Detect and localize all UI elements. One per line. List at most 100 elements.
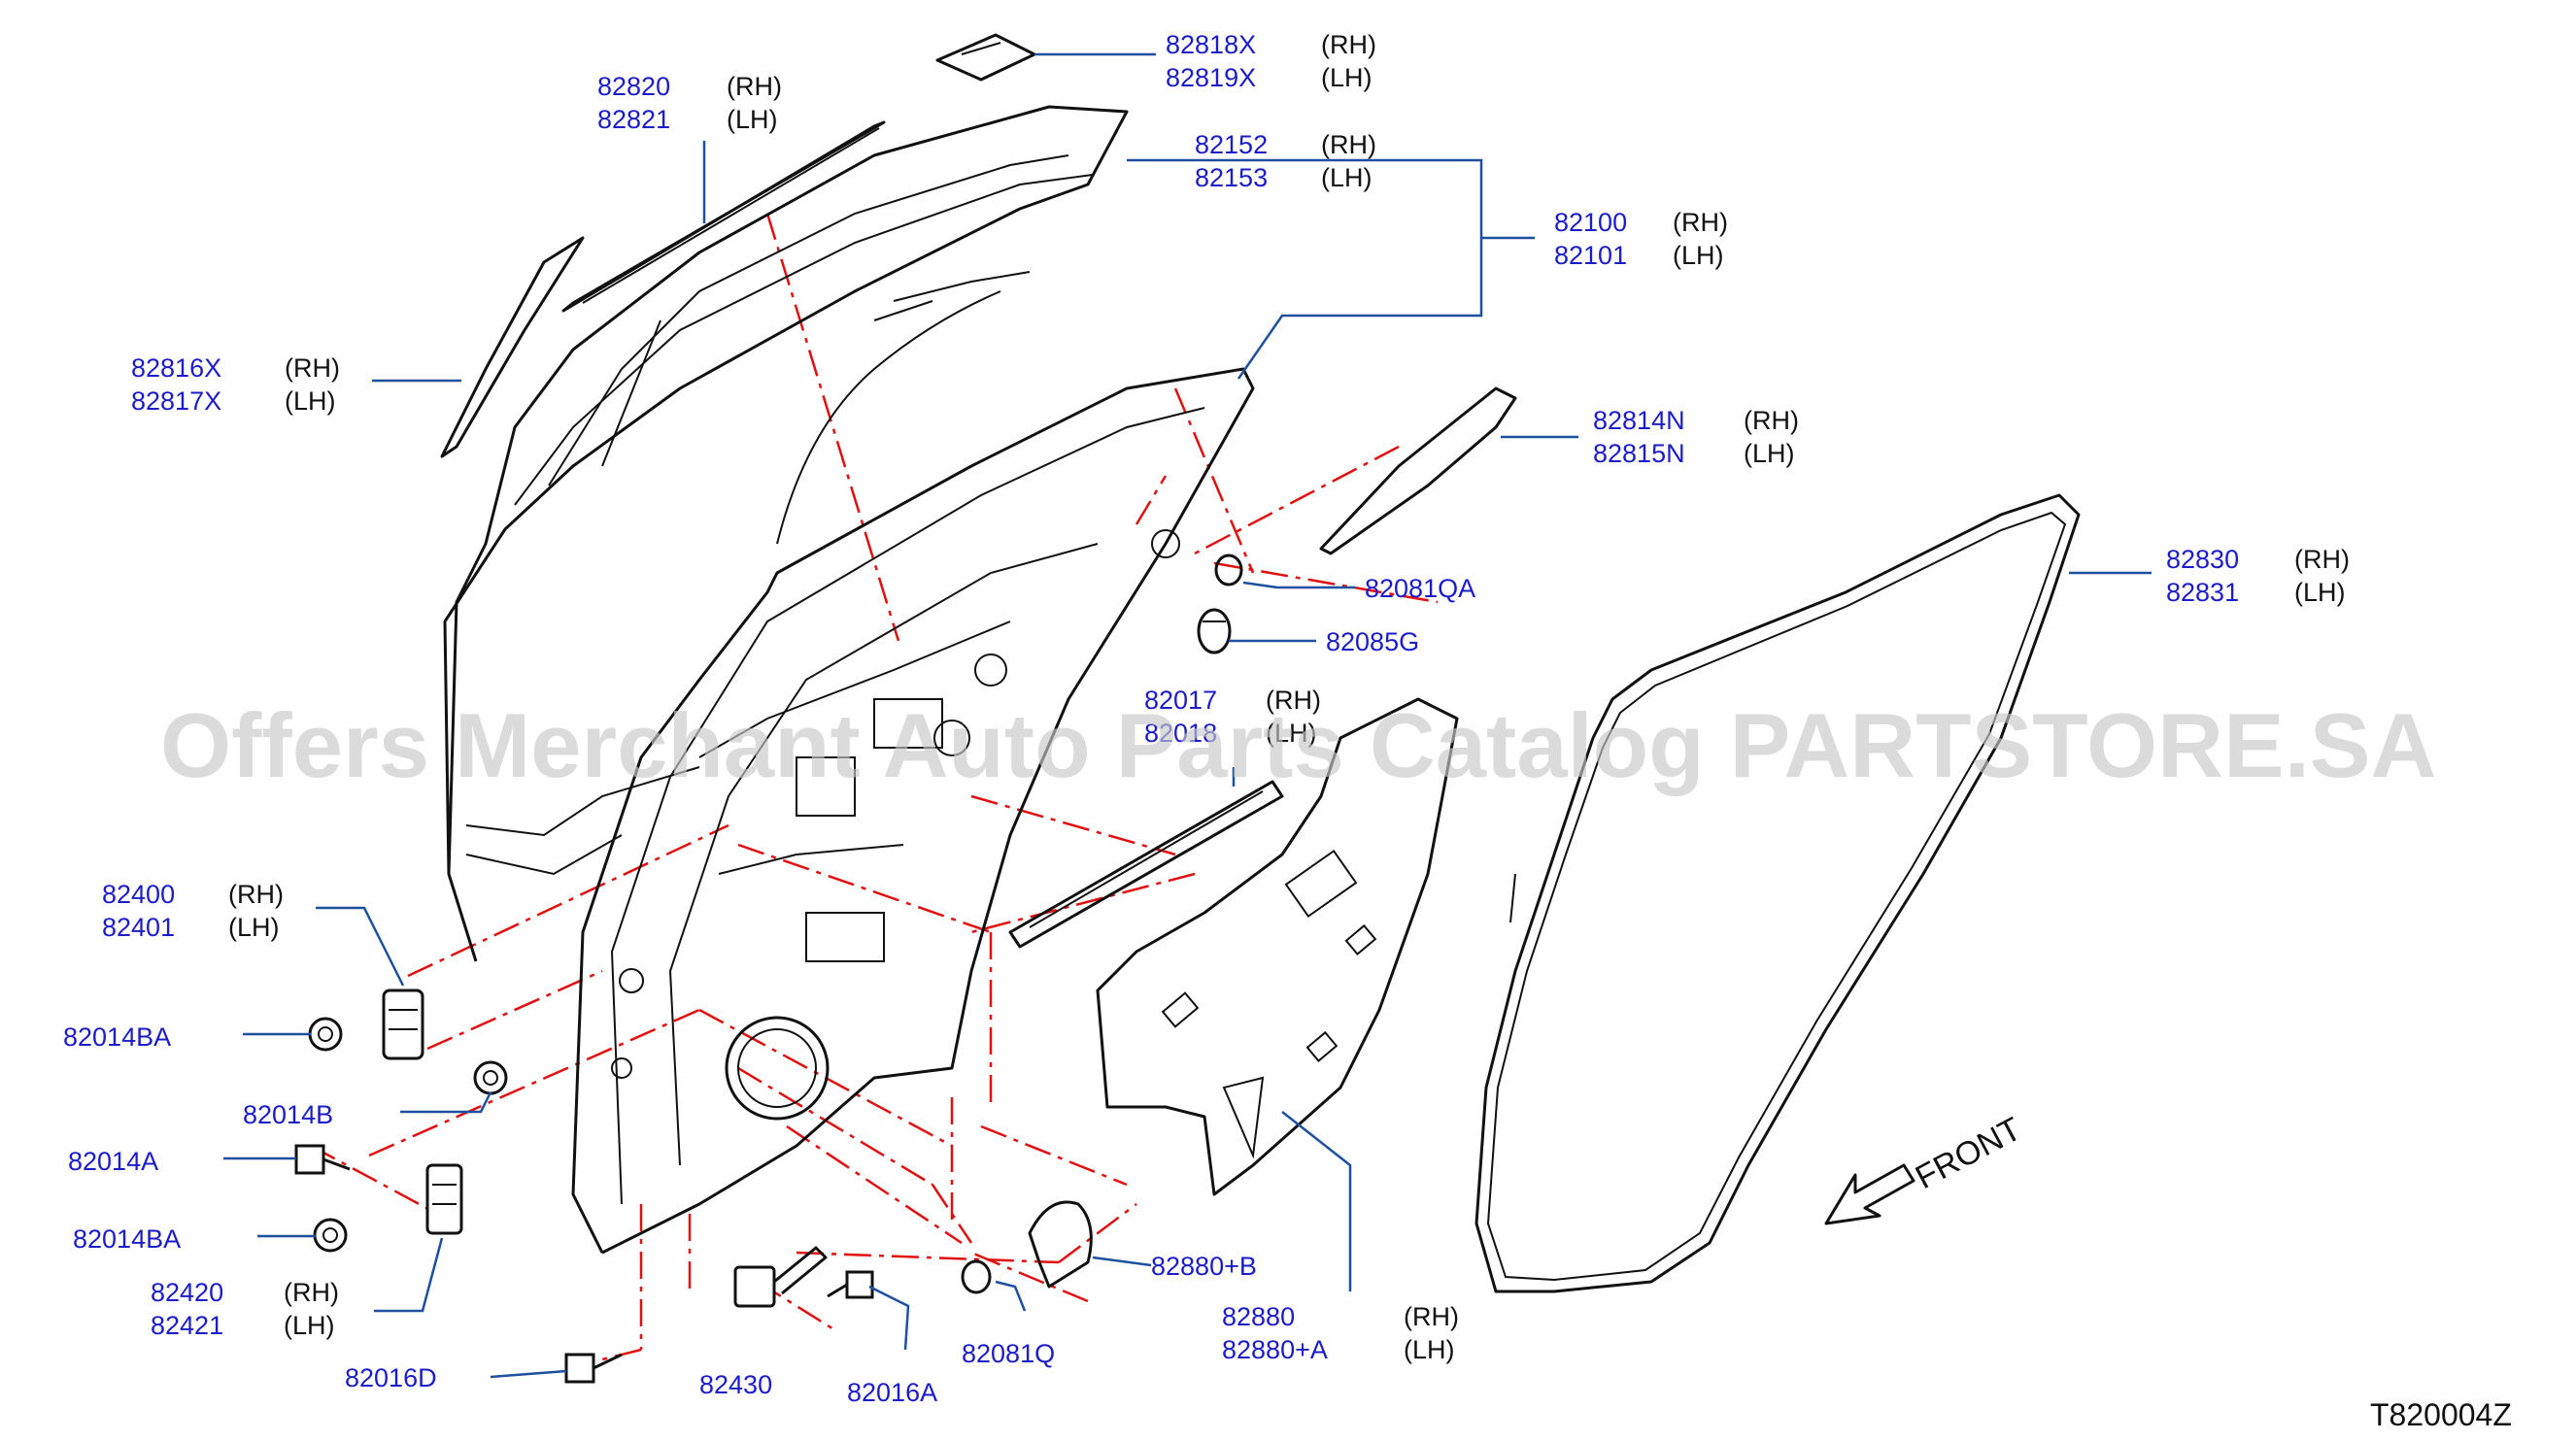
svg-text:(LH): (LH) bbox=[1266, 719, 1317, 748]
svg-text:82816X: 82816X bbox=[131, 353, 221, 383]
svg-text:(RH): (RH) bbox=[285, 353, 340, 383]
bumper-82085G bbox=[1197, 608, 1232, 654]
callout-82014BA-top: 82014BA bbox=[63, 1022, 171, 1052]
callout-82830: 82830 (RH) 82831 (LH) bbox=[2166, 545, 2350, 607]
svg-text:82400: 82400 bbox=[102, 880, 175, 909]
svg-text:82401: 82401 bbox=[102, 913, 175, 942]
svg-text:82817X: 82817X bbox=[131, 386, 221, 416]
reference-code: T820004Z bbox=[2370, 1397, 2512, 1432]
svg-text:(LH): (LH) bbox=[1744, 439, 1795, 468]
bolt-82016A bbox=[827, 1270, 874, 1299]
sealing-screen-part bbox=[1096, 697, 1459, 1196]
svg-text:(LH): (LH) bbox=[727, 105, 778, 134]
svg-text:(RH): (RH) bbox=[284, 1278, 339, 1307]
svg-text:82421: 82421 bbox=[151, 1311, 223, 1340]
svg-text:82014BA: 82014BA bbox=[73, 1224, 181, 1254]
callout-82420: 82420 (RH) 82421 (LH) bbox=[151, 1278, 339, 1340]
callout-82818: 82818X (RH) 82819X (LH) bbox=[1166, 30, 1376, 92]
svg-text:(RH): (RH) bbox=[1266, 686, 1321, 715]
callout-82014A: 82014A bbox=[68, 1147, 158, 1176]
callout-82816: 82816X (RH) 82817X (LH) bbox=[131, 353, 340, 416]
svg-text:82014BA: 82014BA bbox=[63, 1022, 171, 1052]
nut-82014B bbox=[473, 1060, 508, 1095]
svg-text:(RH): (RH) bbox=[727, 72, 782, 101]
nut-82014BA-top bbox=[308, 1017, 343, 1052]
callout-82085G: 82085G bbox=[1326, 627, 1419, 656]
svg-text:(RH): (RH) bbox=[1321, 130, 1376, 159]
svg-text:82430: 82430 bbox=[699, 1370, 772, 1399]
svg-text:82016A: 82016A bbox=[847, 1378, 937, 1407]
svg-text:82085G: 82085G bbox=[1326, 627, 1419, 656]
svg-text:(LH): (LH) bbox=[228, 913, 280, 942]
front-label: FRONT bbox=[1910, 1111, 2027, 1197]
callout-82880: 82880 (RH) 82880+A (LH) bbox=[1222, 1302, 1459, 1364]
svg-text:82081QA: 82081QA bbox=[1365, 574, 1475, 603]
corner-trim-part bbox=[1319, 386, 1517, 555]
svg-text:82153: 82153 bbox=[1195, 163, 1268, 192]
svg-text:82820: 82820 bbox=[597, 72, 670, 101]
callout-82152: 82152 (RH) 82153 (LH) bbox=[1195, 130, 1376, 192]
door-weatherstrip-part bbox=[1474, 493, 2081, 1293]
upper-hinge-part bbox=[382, 989, 424, 1060]
svg-text:(LH): (LH) bbox=[285, 386, 336, 416]
svg-text:82018: 82018 bbox=[1144, 719, 1217, 748]
svg-text:82152: 82152 bbox=[1195, 130, 1268, 159]
front-arrow bbox=[1824, 1163, 1915, 1225]
svg-text:82821: 82821 bbox=[597, 105, 670, 134]
door-check-part bbox=[733, 1246, 828, 1308]
callout-82016D: 82016D bbox=[345, 1363, 437, 1392]
callout-82820: 82820 (RH) 82821 (LH) bbox=[597, 72, 782, 134]
callout-82400: 82400 (RH) 82401 (LH) bbox=[102, 880, 284, 942]
belt-weatherstrip-part bbox=[1008, 780, 1284, 949]
svg-text:82017: 82017 bbox=[1144, 686, 1217, 715]
svg-text:82880: 82880 bbox=[1222, 1302, 1295, 1331]
svg-text:82101: 82101 bbox=[1554, 241, 1627, 270]
assembly-centerlines bbox=[310, 213, 1439, 1361]
svg-text:82081Q: 82081Q bbox=[962, 1339, 1055, 1368]
svg-text:82815N: 82815N bbox=[1593, 439, 1685, 468]
svg-text:(LH): (LH) bbox=[1404, 1335, 1455, 1364]
svg-text:(LH): (LH) bbox=[284, 1311, 335, 1340]
callout-82081QA: 82081QA bbox=[1365, 574, 1475, 603]
watermark: Offers Merchant Auto Parts Catalog PARTS… bbox=[160, 694, 2436, 796]
svg-text:82831: 82831 bbox=[2166, 578, 2239, 607]
bolt-82016D bbox=[564, 1353, 623, 1384]
callout-82014BA-bottom: 82014BA bbox=[73, 1224, 181, 1254]
grommet-82081QA bbox=[1214, 553, 1243, 586]
svg-text:82819X: 82819X bbox=[1166, 63, 1256, 92]
svg-text:(LH): (LH) bbox=[1321, 163, 1373, 192]
svg-text:82818X: 82818X bbox=[1166, 30, 1256, 59]
svg-text:82880+A: 82880+A bbox=[1222, 1335, 1328, 1364]
pillar-trim-part bbox=[440, 236, 585, 458]
nut-82014BA-bottom bbox=[313, 1218, 348, 1253]
door-outer-panel bbox=[443, 105, 1129, 962]
callout-82430: 82430 bbox=[699, 1370, 772, 1399]
callout-82814: 82814N (RH) 82815N (LH) bbox=[1593, 406, 1799, 468]
grommet-82081Q bbox=[961, 1259, 992, 1294]
svg-text:82100: 82100 bbox=[1554, 208, 1627, 237]
svg-text:(RH): (RH) bbox=[1321, 30, 1376, 59]
callout-82014B: 82014B bbox=[243, 1100, 333, 1129]
svg-text:82014B: 82014B bbox=[243, 1100, 333, 1129]
svg-text:(RH): (RH) bbox=[1744, 406, 1799, 435]
svg-text:(LH): (LH) bbox=[1321, 63, 1373, 92]
callout-82016A: 82016A bbox=[847, 1378, 937, 1407]
svg-text:(RH): (RH) bbox=[2294, 545, 2350, 574]
svg-text:82830: 82830 bbox=[2166, 545, 2239, 574]
hole-cover-part bbox=[1028, 1200, 1093, 1289]
callout-82017: 82017 (RH) 82018 (LH) bbox=[1144, 686, 1321, 748]
corner-cap-part bbox=[935, 33, 1036, 82]
lower-hinge-part bbox=[425, 1163, 463, 1235]
callout-82081Q: 82081Q bbox=[962, 1339, 1055, 1368]
callout-82880B: 82880+B bbox=[1151, 1252, 1257, 1281]
svg-text:82814N: 82814N bbox=[1593, 406, 1685, 435]
callout-82100: 82100 (RH) 82101 (LH) bbox=[1554, 208, 1728, 270]
svg-text:82420: 82420 bbox=[151, 1278, 223, 1307]
svg-text:82016D: 82016D bbox=[345, 1363, 437, 1392]
bolt-82014A bbox=[294, 1144, 351, 1175]
window-molding-part bbox=[561, 120, 886, 313]
svg-text:(RH): (RH) bbox=[228, 880, 284, 909]
svg-text:(RH): (RH) bbox=[1404, 1302, 1459, 1331]
svg-text:82014A: 82014A bbox=[68, 1147, 158, 1176]
